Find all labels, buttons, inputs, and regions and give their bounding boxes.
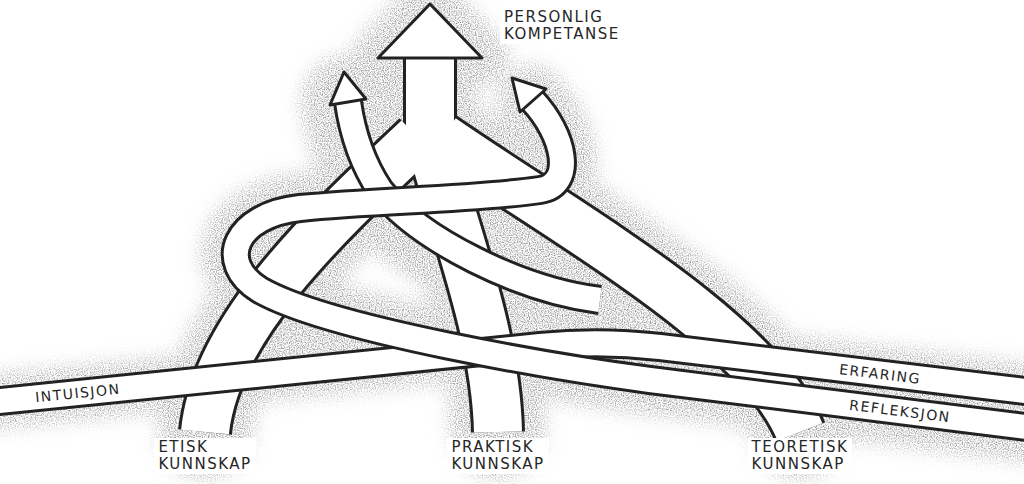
band-label: REFLEKSJON	[846, 397, 953, 426]
knowledge-arrow-label: ETISK KUNNSKAP	[154, 438, 255, 474]
knowledge-arrow-label: TEORETISK KUNNSKAP	[748, 438, 853, 474]
knowledge-arrow-label: PRAKTISK KUNNSKAP	[447, 438, 548, 474]
shade	[378, 4, 482, 58]
output-arrow-label: PERSONLIG KOMPETANSE	[500, 8, 624, 44]
reflection-band	[236, 78, 1024, 428]
band-label: ERFARING	[836, 360, 923, 386]
curl-arrowhead	[512, 78, 546, 112]
output-arrowhead	[378, 4, 482, 58]
output-shaft	[403, 54, 457, 150]
output-shaft	[406, 54, 454, 150]
stipple-shading	[0, 4, 1024, 432]
band-label: INTUISJON	[33, 381, 124, 406]
band-fill	[236, 100, 1024, 428]
curl-arrowhead	[330, 72, 366, 105]
band-outline	[236, 100, 1024, 428]
